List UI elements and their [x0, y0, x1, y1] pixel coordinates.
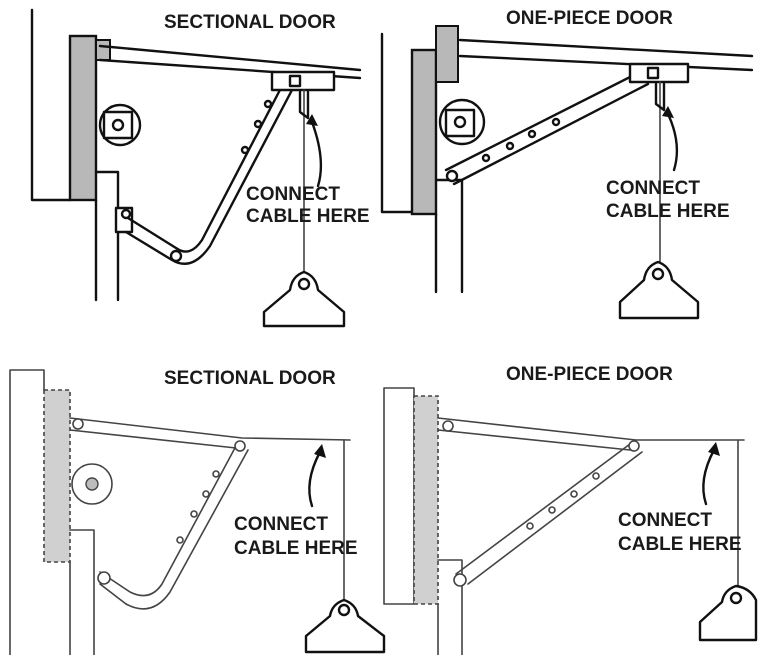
- door-section: [434, 178, 464, 294]
- pointer-arrow-icon: [310, 120, 323, 188]
- arm-pivot-icon: [453, 573, 467, 587]
- rail-pivot-icon: [442, 420, 454, 432]
- pointer-arrow-icon: [308, 450, 322, 508]
- pointer-arrow-icon: [666, 112, 679, 172]
- arm-pivot-icon: [445, 169, 459, 183]
- arm-hole-icon: [212, 470, 220, 478]
- arm-pivot-icon: [97, 571, 111, 585]
- callout-line1: CONNECT: [606, 178, 700, 199]
- arrowhead-icon: [314, 444, 326, 458]
- cable-connector: [298, 90, 310, 120]
- arrowhead-icon: [662, 106, 674, 118]
- roller-bolt-icon: [111, 118, 125, 132]
- opener-rail: [69, 417, 351, 449]
- arm-hole-icon: [202, 490, 210, 498]
- release-handle-icon: [304, 598, 386, 654]
- door-section: [437, 559, 463, 655]
- arm-hole-icon: [527, 129, 537, 139]
- curved-door-arm: [124, 84, 294, 265]
- arm-hole-icon: [592, 472, 600, 480]
- arm-pivot-icon: [169, 249, 183, 263]
- rail-pivot-icon: [72, 418, 84, 430]
- arm-hole-icon: [240, 145, 250, 155]
- arm-hole-icon: [551, 117, 561, 127]
- straight-door-arm: [444, 70, 650, 186]
- cable-connector: [654, 82, 666, 112]
- trolley-latch: [646, 66, 660, 80]
- panel-title: ONE-PIECE DOOR: [506, 8, 673, 29]
- release-handle-icon: [618, 260, 700, 320]
- callout-line1: CONNECT: [234, 514, 328, 535]
- bracket-bolt-icon: [120, 208, 132, 220]
- roller-bolt-icon: [453, 115, 467, 129]
- opener-rail: [437, 417, 745, 451]
- panel-title: SECTIONAL DOOR: [164, 368, 336, 389]
- panel-bottom-left-sectional: SECTIONAL DOOR CONNECT CABLE HERE: [9, 368, 386, 655]
- header-bracket: [95, 39, 111, 61]
- straight-door-arm: [455, 443, 643, 585]
- arm-hole-icon: [176, 536, 184, 544]
- callout-line2: CABLE HERE: [606, 201, 730, 222]
- door-section: [94, 170, 120, 302]
- roller-bolt-icon: [85, 477, 99, 491]
- callout-line1: CONNECT: [246, 184, 340, 205]
- release-handle-icon: [262, 270, 346, 328]
- callout-line2: CABLE HERE: [234, 538, 358, 559]
- handle-ring-icon: [729, 591, 743, 605]
- panel-bottom-right-one-piece: ONE-PIECE DOOR CONNECT CABLE HERE: [383, 364, 758, 655]
- arm-hole-icon: [570, 490, 578, 498]
- handle-ring-icon: [297, 277, 311, 291]
- arm-hole-icon: [548, 506, 556, 514]
- arm-hole-icon: [526, 522, 534, 530]
- wall: [9, 369, 45, 655]
- panel-title: SECTIONAL DOOR: [164, 12, 336, 33]
- panel-top-left-sectional: SECTIONAL DOOR CONNECT CABLE HERE: [30, 8, 370, 328]
- roller-bracket: [444, 108, 476, 138]
- pointer-arrow-icon: [702, 448, 716, 506]
- trolley-latch: [288, 74, 302, 88]
- arm-hole-icon: [505, 141, 515, 151]
- wall: [380, 32, 414, 214]
- opener-rail: [458, 38, 754, 72]
- door-header: [68, 34, 98, 202]
- trolley: [270, 70, 336, 92]
- arm-hole-icon: [253, 119, 263, 129]
- release-handle-icon: [698, 584, 758, 642]
- door-header: [410, 48, 438, 216]
- roller-bracket: [102, 110, 134, 140]
- arrowhead-icon: [306, 114, 318, 126]
- callout-line2: CABLE HERE: [246, 206, 370, 227]
- arm-pivot-icon: [628, 440, 640, 452]
- arm-pivot-icon: [234, 440, 246, 452]
- handle-ring-icon: [651, 267, 665, 281]
- arm-hole-icon: [190, 510, 198, 518]
- callout-line2: CABLE HERE: [618, 534, 742, 555]
- arm-hole-icon: [481, 153, 491, 163]
- header-bracket: [435, 25, 459, 83]
- door-header: [413, 395, 439, 605]
- callout-line1: CONNECT: [618, 510, 712, 531]
- door-section: [69, 529, 95, 655]
- panel-top-right-one-piece: ONE-PIECE DOOR CONNECT CABLE HERE: [380, 8, 754, 320]
- panel-title: ONE-PIECE DOOR: [506, 364, 673, 385]
- door-header: [43, 389, 71, 563]
- wall: [30, 8, 72, 202]
- curved-door-arm: [99, 445, 249, 610]
- arm-hole-icon: [263, 99, 273, 109]
- wall: [383, 387, 415, 605]
- arrowhead-icon: [708, 442, 720, 456]
- handle-ring-icon: [337, 603, 351, 617]
